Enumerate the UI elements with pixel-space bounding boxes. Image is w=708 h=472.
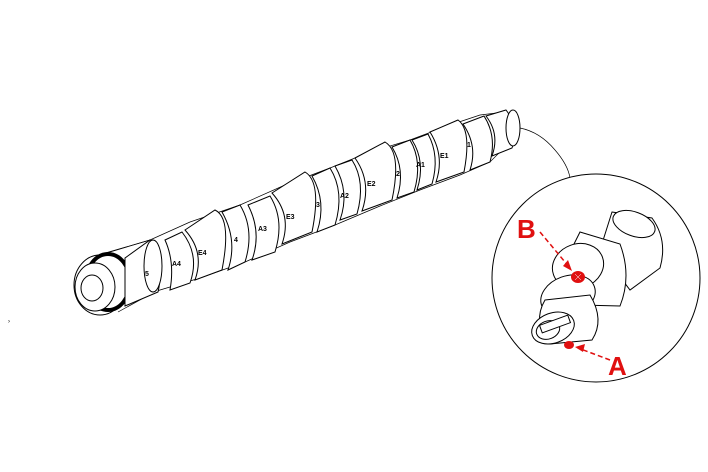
callout-a-label: A [608,351,627,381]
timing-mark-a [564,341,574,349]
label-e2: E2 [367,181,376,188]
timing-mark-b [571,271,585,283]
label-a2: A2 [340,193,349,200]
label-5: 5 [145,271,149,278]
label-a4: A4 [172,261,181,268]
margin-tick: › [8,319,10,325]
label-e3: E3 [286,214,295,221]
detail-leader-line [519,127,571,179]
rear-flange [73,239,159,316]
label-4: 4 [234,237,238,244]
detail-shaft-end [531,209,664,345]
callout-b-label: B [517,214,536,244]
lobe-labels: 5 A4 E4 4 A3 E3 3 A2 E2 2 A1 E1 1 [145,142,471,278]
label-e1: E1 [440,153,449,160]
detail-view [491,173,701,383]
lobe-a1-e1 [411,119,468,191]
lobe-a4-e4 [164,209,227,291]
journal-3 [311,167,340,233]
lobe-a3-e3 [247,171,317,261]
journal-5 [124,239,163,307]
label-2: 2 [396,171,400,178]
label-1: 1 [467,142,471,149]
journal-4 [221,204,250,271]
label-a3: A3 [258,226,267,233]
callout-a: A [575,344,627,381]
journal-2 [391,139,419,199]
label-3: 3 [316,202,320,209]
lobe-a2-e2 [334,141,397,221]
label-a1: A1 [416,162,425,169]
front-nose [462,109,521,171]
callout-b: B [517,214,572,271]
label-e4: E4 [198,250,207,257]
camshaft: 5 A4 E4 4 A3 E3 3 A2 E2 2 A1 E1 1 [73,109,521,316]
